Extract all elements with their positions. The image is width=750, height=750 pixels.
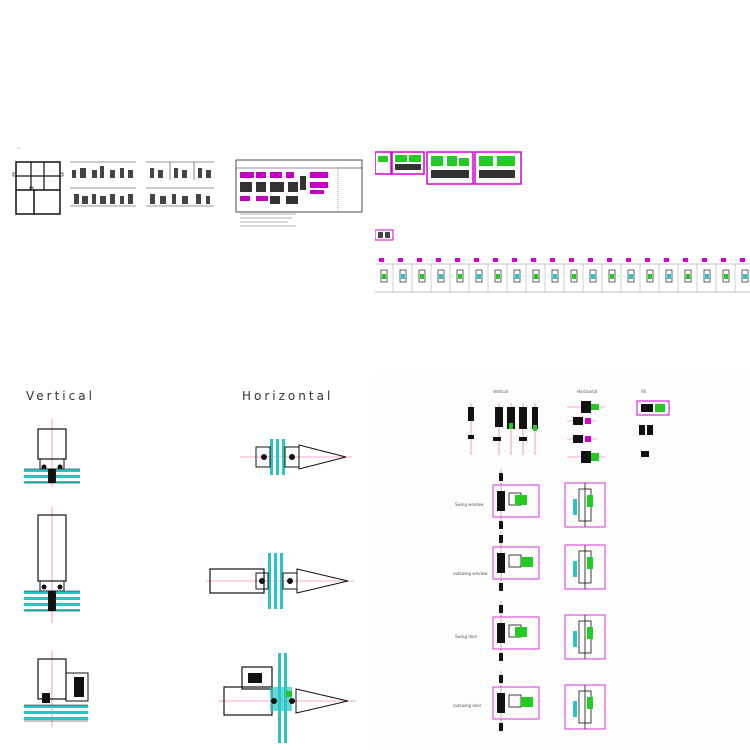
- vertical-section-2: [24, 507, 80, 623]
- strip-profile: [474, 258, 489, 292]
- strip-profile: [683, 258, 698, 292]
- strip-profile: [569, 258, 584, 292]
- quadrant-bottom-right: Vertical Horizontal Fill Swing window ou…: [375, 375, 750, 750]
- section-details-1: [70, 161, 136, 207]
- strip-items: [379, 258, 749, 292]
- quadrant-bottom-left: Vertical Horizontal: [0, 375, 375, 750]
- col-label-horizontal: Horizontal: [577, 389, 598, 394]
- col-label-vertical: Vertical: [493, 389, 508, 394]
- horizontal-section-1: [240, 439, 352, 475]
- strip-profile: [455, 258, 470, 292]
- strip-profile: [550, 258, 565, 292]
- row-detail: [492, 671, 606, 731]
- strip-profile: [398, 258, 413, 292]
- strip-profile: [417, 258, 432, 292]
- svg-text:••: ••: [17, 146, 21, 150]
- profile-panels: [375, 151, 522, 185]
- row-label-4: outswing door: [453, 703, 482, 708]
- strip-profile: [721, 258, 736, 292]
- horizontal-heading: Horizontal: [242, 389, 334, 403]
- row-details: [492, 469, 606, 731]
- strip-profile: [740, 258, 749, 283]
- strip-profile: [531, 258, 546, 292]
- strip-profile: [436, 258, 451, 292]
- quadrant-top-left: ••: [0, 0, 375, 375]
- row-label-2: outswing window: [453, 571, 488, 576]
- vertical-section-1: [24, 419, 80, 487]
- row-detail: [492, 531, 606, 591]
- horizontal-section-2: [206, 553, 354, 609]
- vertical-mullions: [468, 403, 538, 455]
- col-label-fill: Fill: [641, 389, 647, 394]
- grid-layout-drawings: ••: [12, 146, 363, 227]
- strip-profile: [588, 258, 603, 292]
- profile-catalog: [375, 151, 750, 293]
- profile-strip: [375, 263, 750, 293]
- strip-profile: [664, 258, 679, 292]
- row-label-3: Swing door: [455, 634, 478, 639]
- strip-profile: [493, 258, 508, 292]
- horizontal-section-3: [218, 653, 356, 743]
- section-details-2: [146, 161, 214, 207]
- strip-profile: [626, 258, 641, 292]
- vertical-heading: Vertical: [26, 389, 95, 403]
- row-detail: [492, 469, 606, 529]
- fill-details: [636, 400, 670, 457]
- panel-grid: [12, 161, 64, 215]
- strip-profile: [607, 258, 622, 292]
- strip-profile: [512, 258, 527, 292]
- section-drawings: [24, 419, 356, 743]
- row-detail: [492, 601, 606, 661]
- quadrant-top-right: [375, 0, 750, 375]
- horizontal-mullions: [567, 401, 605, 463]
- strip-profile: [645, 258, 660, 292]
- strip-profile: [379, 258, 394, 292]
- strip-profile: [702, 258, 717, 292]
- row-label-1: Swing window: [455, 502, 484, 507]
- schedule-sheet: [235, 159, 363, 227]
- vertical-section-3: [24, 651, 89, 727]
- window-door-details: [468, 400, 670, 731]
